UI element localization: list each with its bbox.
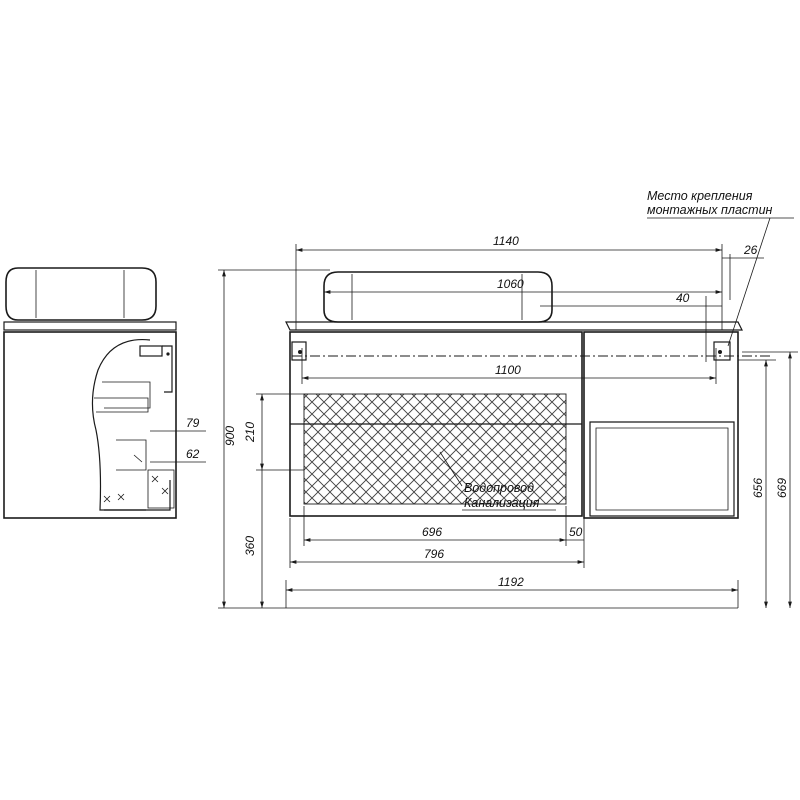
annotations: Место крепления монтажных пластин Водопр… — [462, 189, 794, 511]
side-siphon-upper — [102, 381, 151, 409]
service-zone-hatch — [303, 393, 567, 505]
dim-62-label: 62 — [186, 447, 200, 461]
bracket-right-screw — [718, 350, 722, 354]
dimensions: 1140 26 1060 40 1100 900 210 360 — [218, 234, 798, 609]
side-drawer-box — [147, 469, 175, 509]
front-lower-box-inner — [595, 427, 729, 511]
mount-note-leader — [727, 217, 771, 347]
dim-796-label: 796 — [424, 547, 444, 561]
side-drain-mark — [133, 454, 143, 463]
dim-360-label: 360 — [243, 536, 257, 556]
dim-1140-label: 1140 — [493, 234, 519, 248]
bracket-left-screw — [298, 350, 302, 354]
side-drain-box — [116, 439, 147, 471]
dim-26-label: 26 — [743, 243, 758, 257]
side-view: 79 62 — [3, 267, 206, 519]
bracket-right — [713, 341, 731, 361]
front-lower-box — [589, 421, 735, 517]
dim-900-label: 900 — [223, 426, 237, 446]
side-countertop — [3, 321, 177, 331]
mount-note-line2: монтажных пластин — [647, 203, 773, 217]
side-drawer-crosses — [103, 475, 169, 503]
sewerage-label: Канализация — [464, 496, 540, 510]
front-countertop — [285, 321, 743, 331]
side-bracket-a — [139, 345, 163, 357]
dim-1192-label: 1192 — [498, 575, 524, 589]
dim-40-label: 40 — [676, 291, 690, 305]
front-cabinet-right — [583, 331, 739, 519]
side-cabinet — [3, 331, 177, 519]
dim-210-label: 210 — [243, 422, 257, 443]
side-screw — [166, 352, 170, 356]
side-drawer-curve — [91, 338, 171, 511]
water-supply-label: Водопровод — [464, 481, 534, 495]
dim-50-label: 50 — [569, 525, 583, 539]
front-view — [285, 271, 770, 519]
side-bracket-b — [162, 345, 173, 393]
dim-1100-label: 1100 — [495, 363, 521, 377]
dim-656-label: 656 — [751, 478, 765, 498]
side-basin — [5, 267, 157, 321]
side-siphon-lower — [94, 397, 149, 413]
dim-669-label: 669 — [775, 478, 789, 498]
mount-note-line1: Место крепления — [647, 189, 753, 203]
dim-79-label: 79 — [186, 416, 200, 430]
dim-696-label: 696 — [422, 525, 442, 539]
service-zone-leader — [439, 451, 463, 487]
bracket-left — [291, 341, 307, 361]
dim-1060-label: 1060 — [497, 277, 524, 291]
